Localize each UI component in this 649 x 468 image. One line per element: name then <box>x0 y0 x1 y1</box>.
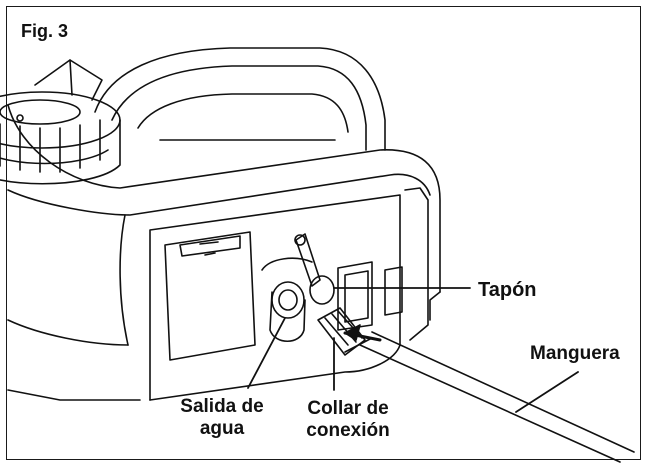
label-water-outlet-line2: agua <box>199 418 245 439</box>
label-water-outlet-line1: Salida de <box>180 396 264 417</box>
label-cap: Tapón <box>478 279 537 301</box>
label-collar-line2: conexión <box>306 420 390 441</box>
label-collar: Collar de conexión <box>292 398 404 442</box>
leader-lines <box>247 287 579 413</box>
label-water-outlet: Salida de agua <box>166 396 278 440</box>
side-panel <box>164 231 256 361</box>
flow-arrow <box>343 324 382 342</box>
leader-hose <box>515 371 579 413</box>
figure-frame <box>6 6 641 460</box>
switch-box <box>337 261 403 331</box>
water-outlet <box>261 257 313 343</box>
plug-lever <box>294 233 335 305</box>
carry-handle <box>94 47 386 151</box>
figure-title: Fig. 3 <box>21 21 69 41</box>
tank-cap <box>0 59 121 185</box>
label-hose: Manguera <box>530 343 620 364</box>
label-collar-line1: Collar de <box>307 398 389 419</box>
hose <box>359 331 635 463</box>
leader-water-outlet <box>247 317 286 389</box>
device-body <box>7 104 441 401</box>
